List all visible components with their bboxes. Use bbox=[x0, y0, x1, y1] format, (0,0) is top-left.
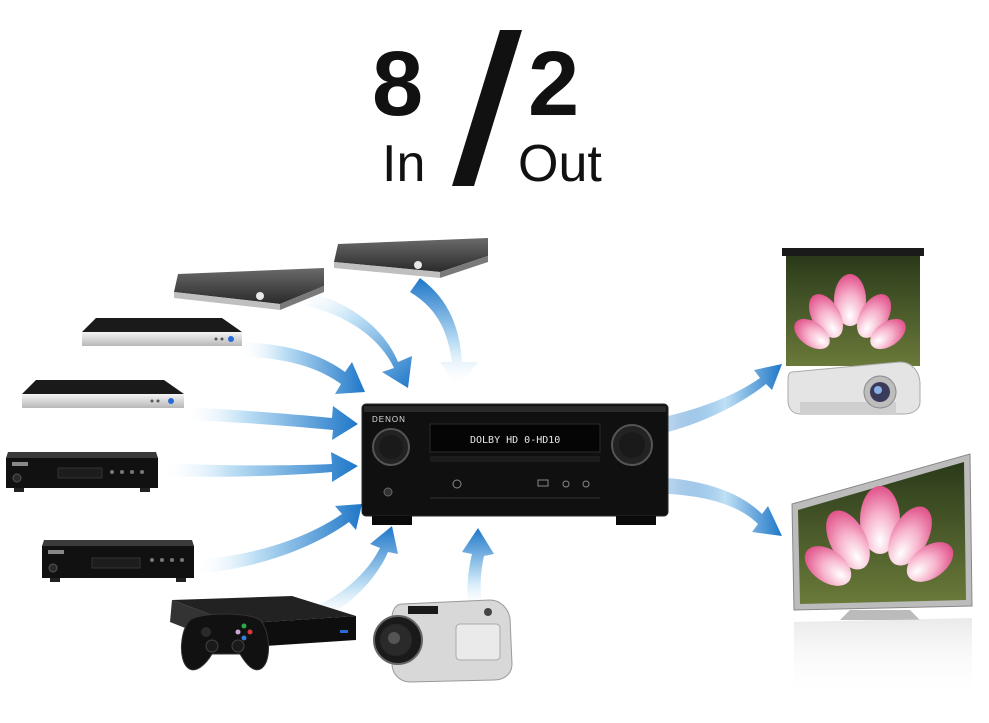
arrow-input-6 bbox=[195, 504, 362, 574]
cd-player-icon bbox=[6, 452, 158, 492]
arrow-input-5 bbox=[160, 452, 358, 482]
camcorder-icon bbox=[373, 599, 513, 683]
game-console-icon bbox=[170, 596, 356, 671]
television-icon bbox=[791, 453, 973, 700]
arrow-output-2 bbox=[668, 478, 782, 536]
projector-icon bbox=[782, 248, 924, 415]
cd-player-icon bbox=[42, 540, 194, 582]
arrow-input-2 bbox=[296, 290, 412, 388]
title-block: 8 In 2 Out bbox=[0, 0, 989, 200]
inputs-count: 8 bbox=[372, 33, 424, 135]
inputs-label: In bbox=[382, 135, 426, 193]
blu-ray-player-icon bbox=[82, 318, 242, 346]
av-receiver: DENON DOLBY HD 0-HD10 bbox=[361, 403, 669, 525]
set-top-box-icon bbox=[334, 238, 488, 278]
slash-divider bbox=[452, 30, 522, 186]
arrow-input-3 bbox=[238, 342, 365, 394]
arrow-input-1 bbox=[410, 278, 478, 388]
arrow-output-1 bbox=[668, 364, 782, 432]
receiver-brand: DENON bbox=[372, 415, 406, 424]
output-arrows bbox=[668, 364, 782, 536]
arrow-input-8 bbox=[462, 528, 494, 610]
receiver-display: DOLBY HD 0-HD10 bbox=[470, 435, 560, 446]
arrow-input-4 bbox=[183, 406, 358, 440]
outputs-label: Out bbox=[518, 135, 602, 193]
set-top-box-icon bbox=[174, 268, 324, 310]
blu-ray-player-icon bbox=[22, 380, 184, 408]
outputs-count: 2 bbox=[528, 33, 580, 135]
